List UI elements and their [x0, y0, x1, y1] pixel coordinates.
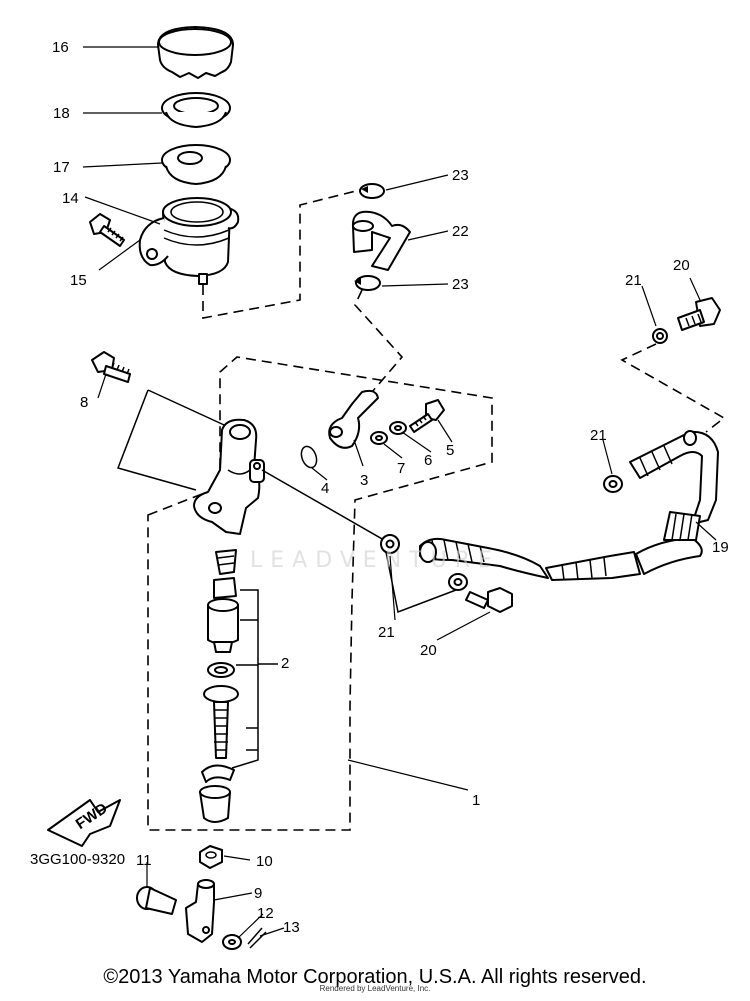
- bolt-part-8: [91, 351, 131, 383]
- piston-kit-bracket: [231, 589, 278, 769]
- callout-6: 6: [424, 452, 432, 469]
- hose-route-line: [202, 187, 369, 319]
- callout-23-upper: 23: [452, 167, 469, 184]
- bolt-part-15: [89, 213, 125, 247]
- hose-joint-part-3: [328, 389, 379, 449]
- piston-kit-part-2: [199, 549, 239, 823]
- callout-3: 3: [360, 472, 368, 489]
- callout-22: 22: [452, 223, 469, 240]
- callout-21-right-top: 21: [625, 272, 642, 289]
- callout-15: 15: [70, 272, 87, 289]
- callout-2: 2: [281, 655, 289, 672]
- callout-17: 17: [53, 159, 70, 176]
- union-guides-right: [620, 343, 726, 433]
- callout-4: 4: [321, 480, 329, 497]
- rendered-by-note: Rendered by LeadVenture, Inc.: [319, 984, 431, 993]
- push-rod-clevis-part-9: [185, 879, 215, 943]
- screw-part-5: [409, 399, 445, 433]
- washer-part-12: [222, 934, 242, 950]
- master-cylinder-assembly-outline: [147, 356, 493, 831]
- callout-13: 13: [283, 919, 300, 936]
- callout-9: 9: [254, 885, 262, 902]
- gasket-part-21-lower: [448, 573, 468, 591]
- hose-clip-part-23-lower: [354, 275, 381, 291]
- callout-20-right: 20: [673, 257, 690, 274]
- diagram-code: 3GG100-9320: [30, 851, 125, 868]
- union-guides-lower: [385, 551, 457, 614]
- brake-hose-part-19: [419, 430, 719, 581]
- o-ring-part-4: [300, 445, 318, 469]
- callout-21-lower: 21: [378, 624, 395, 641]
- leader-lines: [82, 46, 717, 939]
- callout-18: 18: [53, 105, 70, 122]
- washer-part-6: [389, 421, 407, 435]
- cotter-pin-part-13: [247, 927, 267, 949]
- watermark-text: LEADVENTURE: [250, 548, 500, 573]
- callout-12: 12: [257, 905, 274, 922]
- bolt-8-guide: [117, 389, 236, 491]
- nut-part-10: [199, 845, 223, 869]
- callout-11: 11: [136, 852, 152, 869]
- union-bolt-part-20-lower: [465, 587, 513, 613]
- callout-23-lower: 23: [452, 276, 469, 293]
- callout-20-lower: 20: [420, 642, 437, 659]
- reservoir-tank-part-14: [138, 197, 240, 285]
- gasket-part-21-body: [380, 534, 400, 554]
- callout-10: 10: [256, 853, 273, 870]
- callout-5: 5: [446, 442, 454, 459]
- hose-clip-part-23-upper: [359, 183, 385, 199]
- callout-21-right-mid: 21: [590, 427, 607, 444]
- reservoir-cap-part-16: [157, 26, 234, 79]
- master-cylinder-body: [193, 418, 265, 535]
- callout-1: 1: [472, 792, 480, 809]
- diaphragm-plate-part-18: [161, 92, 231, 128]
- union-bolt-part-20-right: [677, 297, 721, 331]
- washer-part-7: [370, 431, 388, 445]
- callout-8: 8: [80, 394, 88, 411]
- gasket-part-21-right-mid: [603, 475, 623, 493]
- callout-14: 14: [62, 190, 79, 207]
- copyright-footer: ©2013 Yamaha Motor Corporation, U.S.A. A…: [103, 966, 647, 988]
- clevis-pin-part-11: [136, 886, 177, 915]
- forward-arrow: FWD: [47, 799, 121, 847]
- hose-to-joint-route: [354, 289, 404, 393]
- reservoir-hose-part-22: [351, 210, 411, 271]
- callout-16: 16: [52, 39, 69, 56]
- callout-19: 19: [712, 539, 729, 556]
- body-to-hose-guide: [261, 469, 385, 541]
- callout-7: 7: [397, 460, 405, 477]
- gasket-part-21-right-top: [652, 328, 668, 344]
- diaphragm-part-17: [161, 144, 231, 185]
